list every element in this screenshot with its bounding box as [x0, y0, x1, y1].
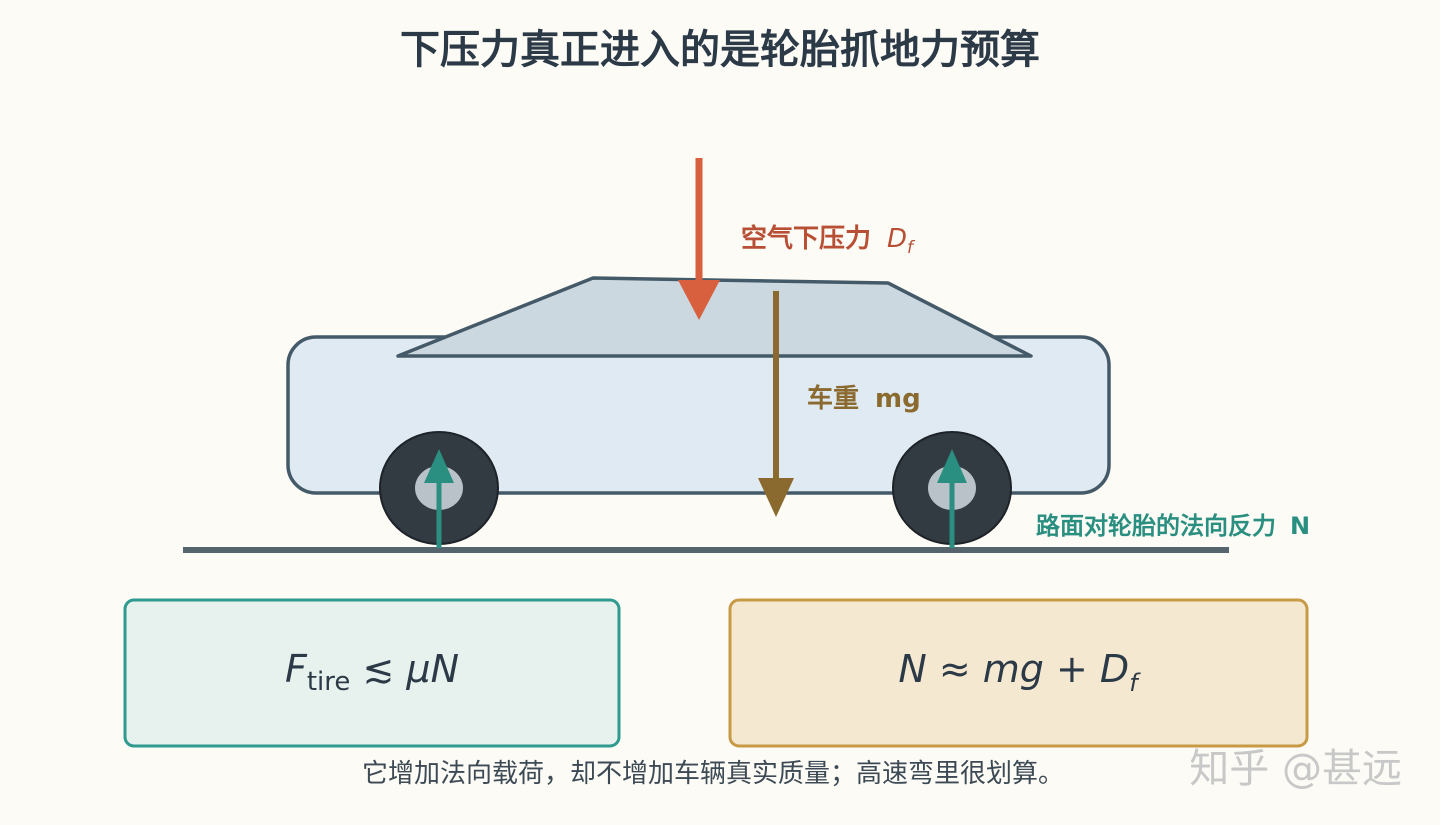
grip-formula: Ftire ≲ μN: [285, 647, 459, 697]
car-cabin: [396, 276, 1033, 358]
caption: 它增加法向载荷，却不增加车辆真实质量；高速弯里很划算。: [362, 759, 1064, 789]
normal-force-arrow-front: [424, 449, 454, 548]
load-formula-box: [728, 598, 1309, 748]
watermark: 知乎 @甚远: [1189, 746, 1402, 792]
page-title: 下压力真正进入的是轮胎抓地力预算: [400, 27, 1040, 73]
downforce-arrow: [678, 158, 720, 320]
load-formula: N ≈ mg + Df: [898, 647, 1141, 697]
grip-formula-box: [123, 598, 621, 748]
weight-arrow: [758, 291, 794, 517]
normal-force-arrow-rear: [937, 449, 967, 548]
